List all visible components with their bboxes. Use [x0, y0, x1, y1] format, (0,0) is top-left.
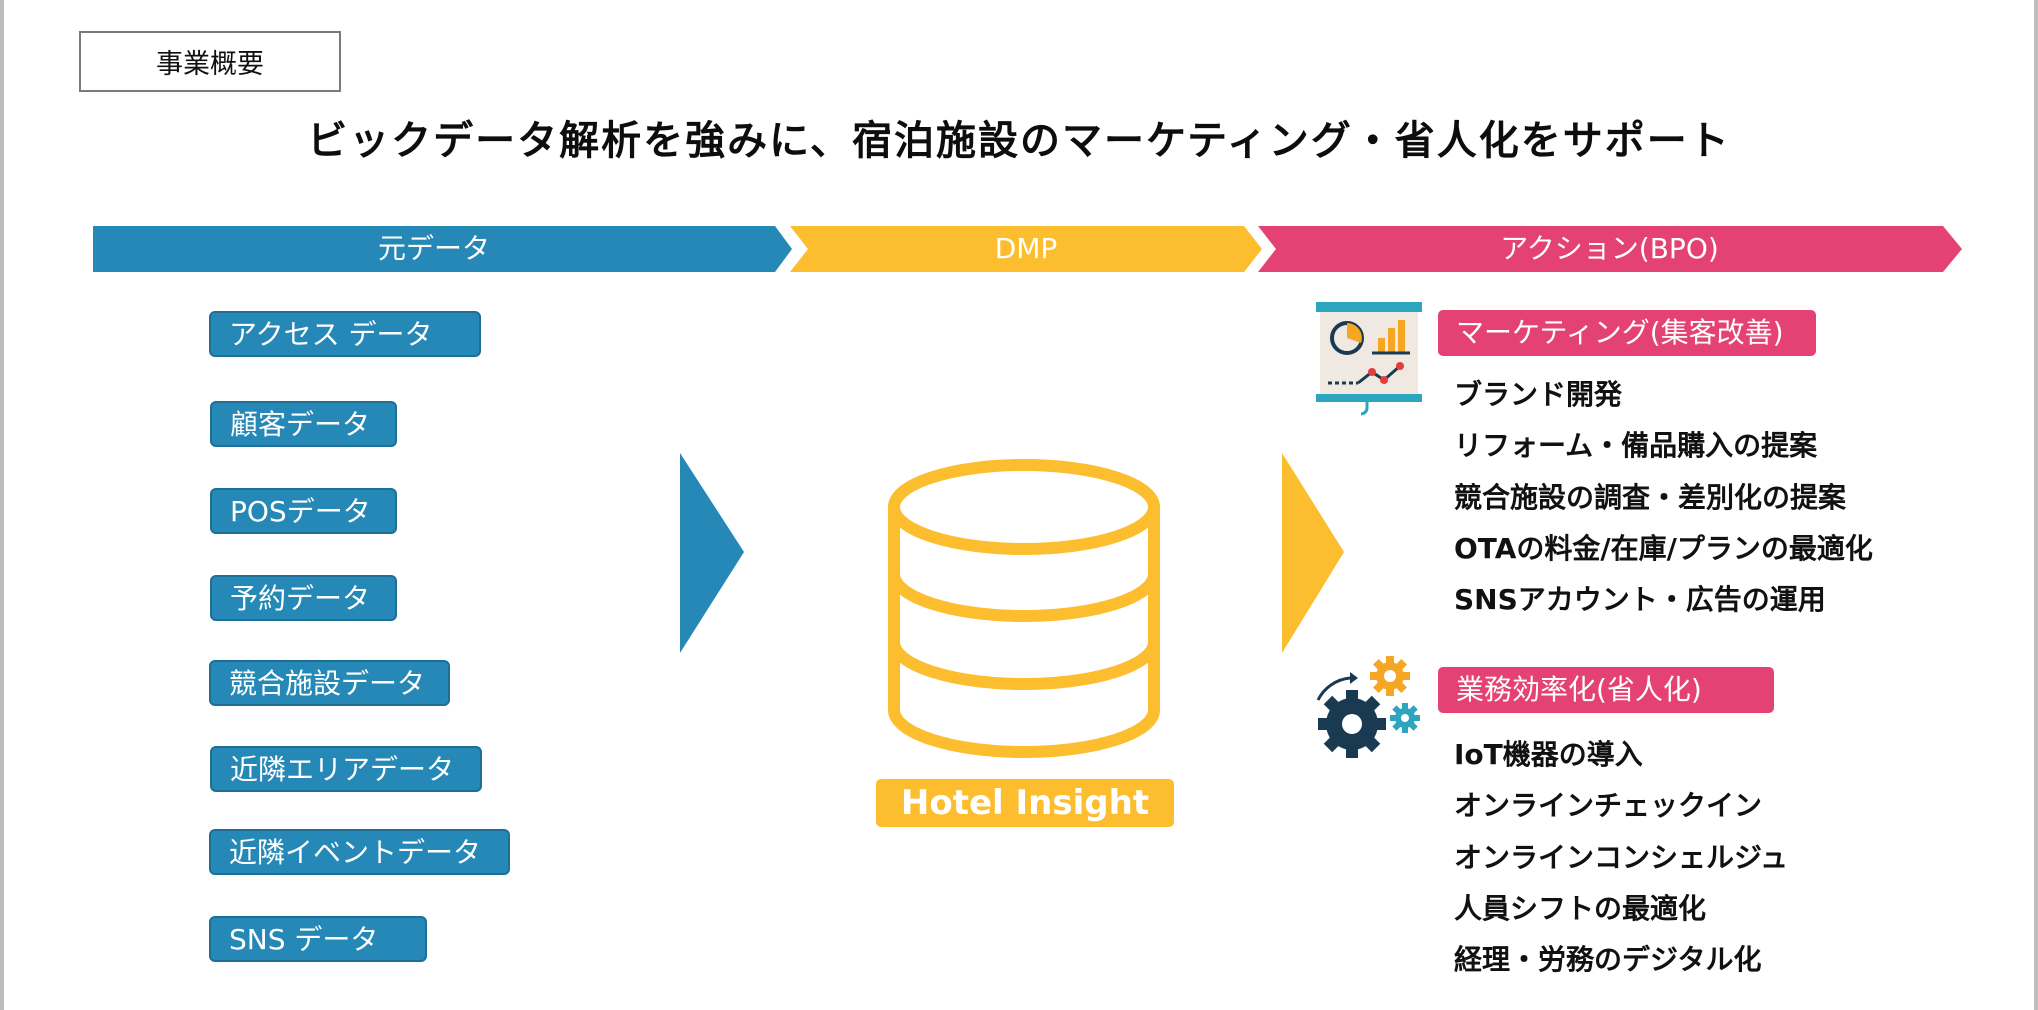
source-tag-reservation: 予約データ	[210, 575, 397, 621]
presentation-chart-icon	[1316, 302, 1422, 416]
source-tag-sns: SNS データ	[209, 916, 427, 962]
source-tag-competitor: 競合施設データ	[209, 660, 450, 706]
gears-icon	[1316, 656, 1420, 758]
category-tag-efficiency: 業務効率化(省人化)	[1438, 667, 1774, 713]
action-item-efficiency: IoT機器の導入	[1454, 738, 1643, 771]
source-tag-nearby-event: 近隣イベントデータ	[209, 829, 510, 875]
source-tag-pos: POSデータ	[210, 488, 397, 534]
phase-chevron-source	[93, 226, 792, 272]
action-item-efficiency: 人員シフトの最適化	[1454, 892, 1707, 925]
source-tag-nearby-area: 近隣エリアデータ	[210, 746, 482, 792]
action-item-marketing: 競合施設の調査・差別化の提案	[1454, 481, 1847, 514]
source-tag-access: アクセス データ	[209, 311, 481, 357]
overview-label-box: 事業概要	[79, 31, 341, 92]
database-icon	[888, 459, 1160, 758]
flow-arrow-blue	[680, 453, 744, 653]
action-item-efficiency: オンラインチェックイン	[1454, 789, 1763, 822]
action-item-efficiency: オンラインコンシェルジュ	[1454, 841, 1789, 874]
action-item-marketing: ブランド開発	[1454, 378, 1623, 411]
overview-label: 事業概要	[156, 49, 264, 80]
action-item-marketing: リフォーム・備品購入の提案	[1454, 429, 1818, 462]
phase-label-dmp: DMP	[994, 232, 1058, 265]
action-item-efficiency: 経理・労務のデジタル化	[1454, 943, 1762, 976]
action-item-marketing: OTAの料金/在庫/プランの最適化	[1454, 532, 1873, 565]
flow-arrow-yellow	[1282, 453, 1344, 653]
action-item-marketing: SNSアカウント・広告の運用	[1454, 583, 1826, 616]
frame-right-border	[2034, 0, 2038, 1010]
source-tag-customer: 顧客データ	[210, 401, 397, 447]
category-tag-marketing: マーケティング(集客改善)	[1438, 310, 1816, 356]
frame-left-border	[0, 0, 4, 1010]
dmp-label: Hotel Insight	[876, 779, 1174, 827]
phase-label-action: アクション(BPO)	[1500, 232, 1719, 265]
phase-label-source: 元データ	[377, 232, 490, 265]
phase-chevron-action	[1258, 226, 1962, 272]
page-title: ビックデータ解析を強みに、宿泊施設のマーケティング・省人化をサポート	[307, 118, 1731, 164]
phase-chevron-dmp	[790, 226, 1262, 272]
